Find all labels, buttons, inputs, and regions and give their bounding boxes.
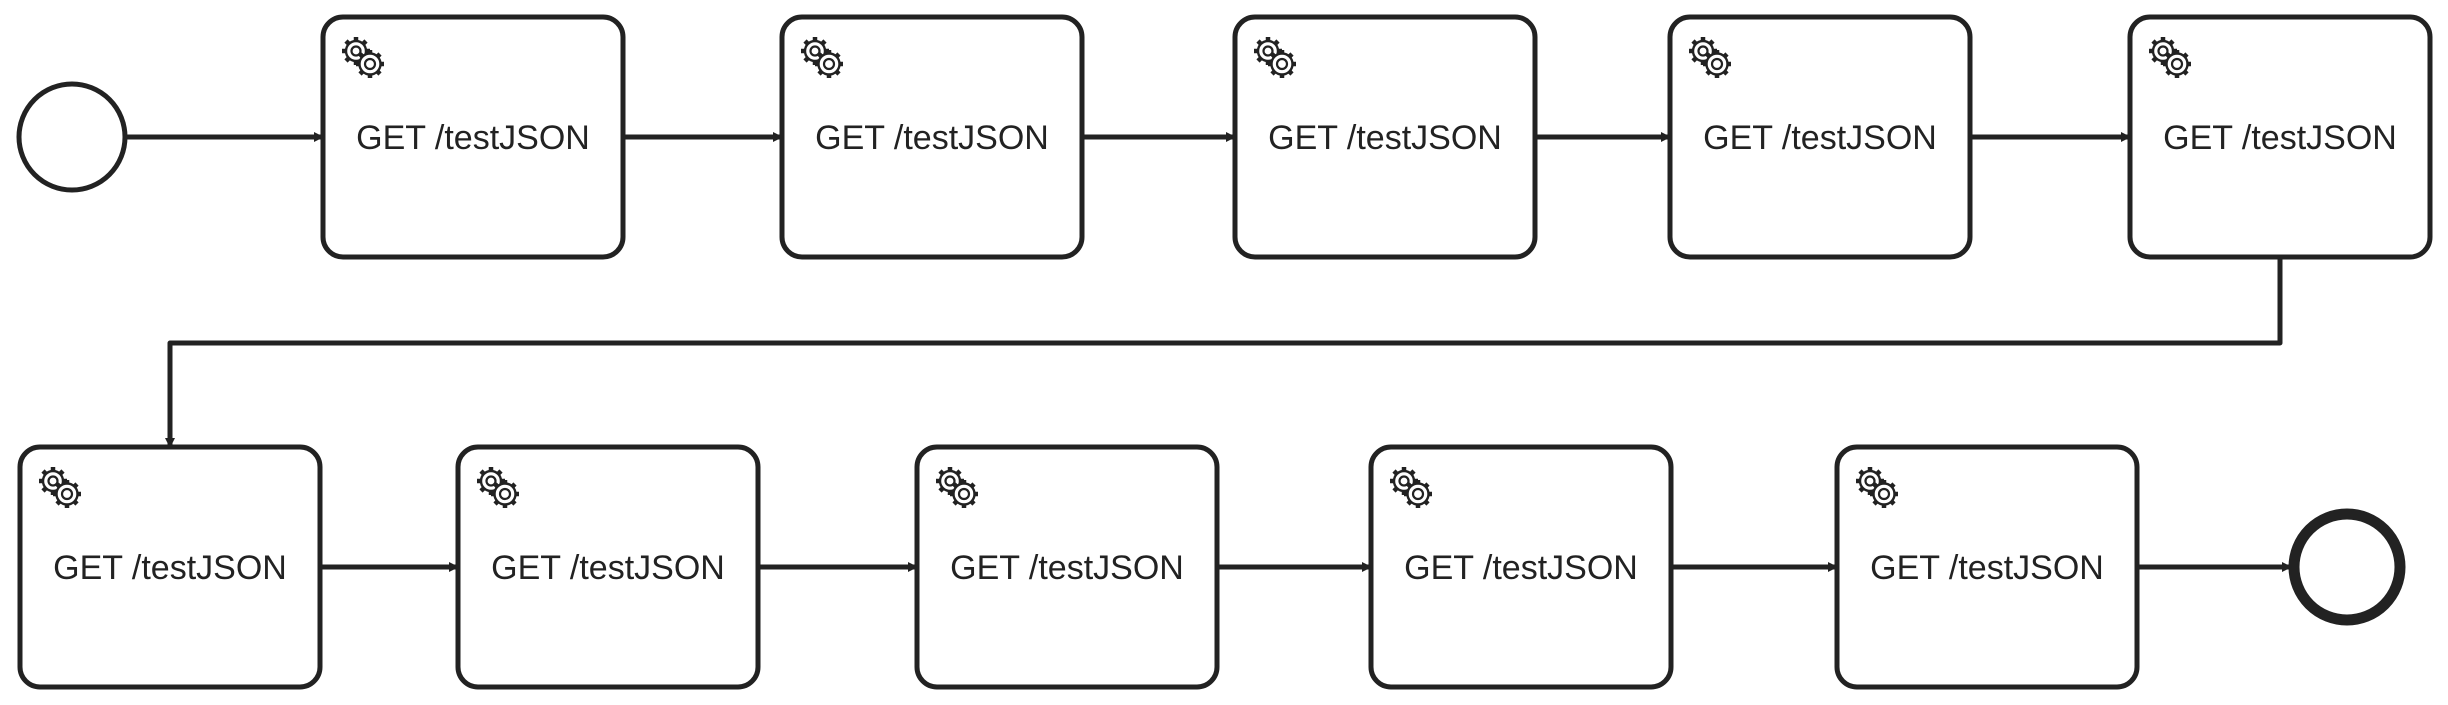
task-box[interactable]	[2127, 14, 2433, 260]
service-task-4[interactable]: GET /testJSON	[1667, 14, 1973, 260]
task-label: GET /testJSON	[1268, 119, 1502, 157]
task-label: GET /testJSON	[2163, 119, 2397, 157]
task-box[interactable]	[779, 14, 1085, 260]
task-label: GET /testJSON	[356, 119, 590, 157]
task-label: GET /testJSON	[53, 549, 287, 587]
task-box[interactable]	[17, 444, 323, 690]
service-task-8[interactable]: GET /testJSON	[914, 444, 1220, 690]
task-box[interactable]	[1368, 444, 1674, 690]
task-box[interactable]	[1667, 14, 1973, 260]
task-box[interactable]	[320, 14, 626, 260]
start-event[interactable]	[16, 81, 128, 193]
service-task-5[interactable]: GET /testJSON	[2127, 14, 2433, 260]
service-task-1[interactable]: GET /testJSON	[320, 14, 626, 260]
task-box[interactable]	[914, 444, 1220, 690]
task-label: GET /testJSON	[1404, 549, 1638, 587]
sequence-flows	[125, 132, 2292, 572]
task-label: GET /testJSON	[815, 119, 1049, 157]
service-task-7[interactable]: GET /testJSON	[455, 444, 761, 690]
task-box[interactable]	[1834, 444, 2140, 690]
task-label: GET /testJSON	[1703, 119, 1937, 157]
task-label: GET /testJSON	[491, 549, 725, 587]
service-task-6[interactable]: GET /testJSON	[17, 444, 323, 690]
sequence-flow-5[interactable]	[165, 257, 2283, 448]
service-task-10[interactable]: GET /testJSON	[1834, 444, 2140, 690]
service-task-3[interactable]: GET /testJSON	[1232, 14, 1538, 260]
task-label: GET /testJSON	[1870, 549, 2104, 587]
service-task-9[interactable]: GET /testJSON	[1368, 444, 1674, 690]
service-task-2[interactable]: GET /testJSON	[779, 14, 1085, 260]
flow-nodes: GET /testJSON GET /testJSON GET /testJSON G…	[16, 14, 2433, 690]
end-event[interactable]	[2288, 508, 2406, 626]
task-label: GET /testJSON	[950, 549, 1184, 587]
task-box[interactable]	[455, 444, 761, 690]
task-box[interactable]	[1232, 14, 1538, 260]
